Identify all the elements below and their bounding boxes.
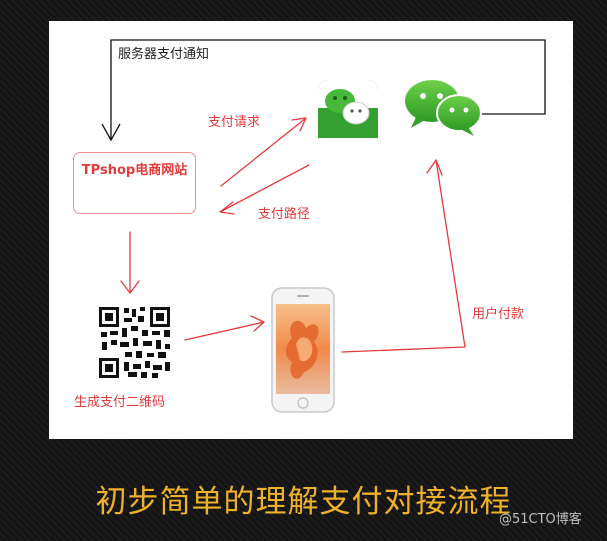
- server-notify-arrow: [101, 39, 546, 142]
- tpshop-site-node: TPshop电商网站: [73, 152, 196, 214]
- qr-code-icon: [97, 305, 172, 380]
- pay-request-label: 支付请求: [208, 115, 261, 130]
- generate-qr-arrow: [120, 231, 140, 294]
- pay-request-arrow: [220, 117, 307, 187]
- qr-code-label: 生成支付二维码: [74, 395, 166, 410]
- watermark: @51CTO博客: [499, 512, 582, 527]
- wechat-app-icon: [318, 80, 378, 138]
- user-pay-arrow: [341, 159, 466, 353]
- caption-title: 初步简单的理解支付对接流程: [95, 484, 512, 520]
- user-pay-label: 用户付款: [472, 307, 525, 322]
- tpshop-site-label: TPshop电商网站: [81, 163, 188, 178]
- smartphone-icon: [271, 287, 335, 413]
- wechat-logo-icon: [405, 80, 482, 136]
- server-notify-label: 服务器支付通知: [118, 47, 210, 62]
- pay-path-arrow: [219, 164, 310, 215]
- pay-path-label: 支付路径: [258, 207, 311, 222]
- scan-qr-arrow: [184, 315, 265, 341]
